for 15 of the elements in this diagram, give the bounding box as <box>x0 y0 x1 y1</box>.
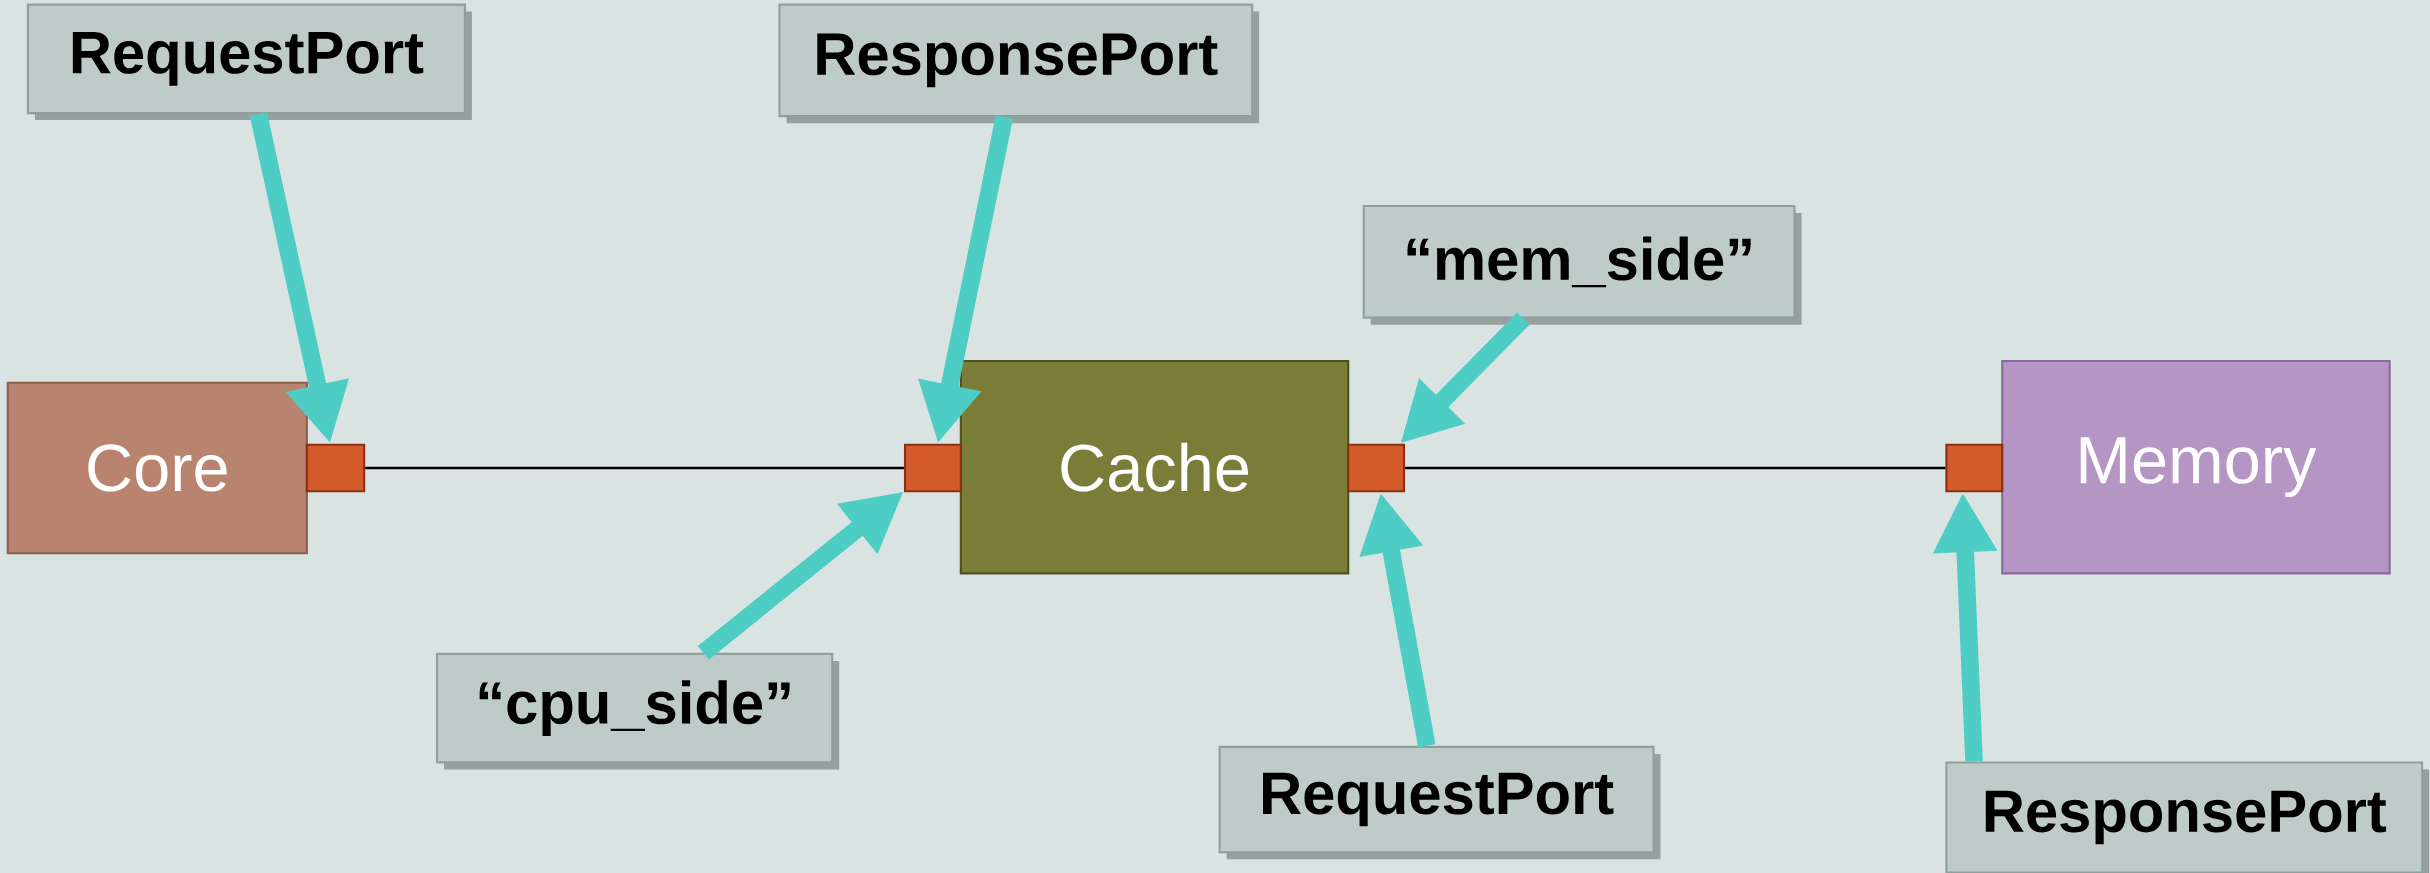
component-box: Core <box>6 381 308 555</box>
callout-box: “mem_side” <box>1362 205 1802 325</box>
callout-box: “cpu_side” <box>435 652 840 770</box>
callout-box: RequestPort <box>26 3 472 121</box>
connector-line <box>1405 466 1946 470</box>
port-square <box>1945 443 2004 493</box>
port-square <box>1347 443 1406 493</box>
callout-box: ResponsePort <box>1945 761 2430 873</box>
callout-box: ResponsePort <box>778 3 1260 124</box>
callout-box: RequestPort <box>1218 745 1661 860</box>
component-box: Memory <box>2001 360 2391 575</box>
component-box: Cache <box>959 360 1350 575</box>
port-square <box>305 443 366 493</box>
connector-line <box>365 466 904 470</box>
port-square <box>903 443 962 493</box>
